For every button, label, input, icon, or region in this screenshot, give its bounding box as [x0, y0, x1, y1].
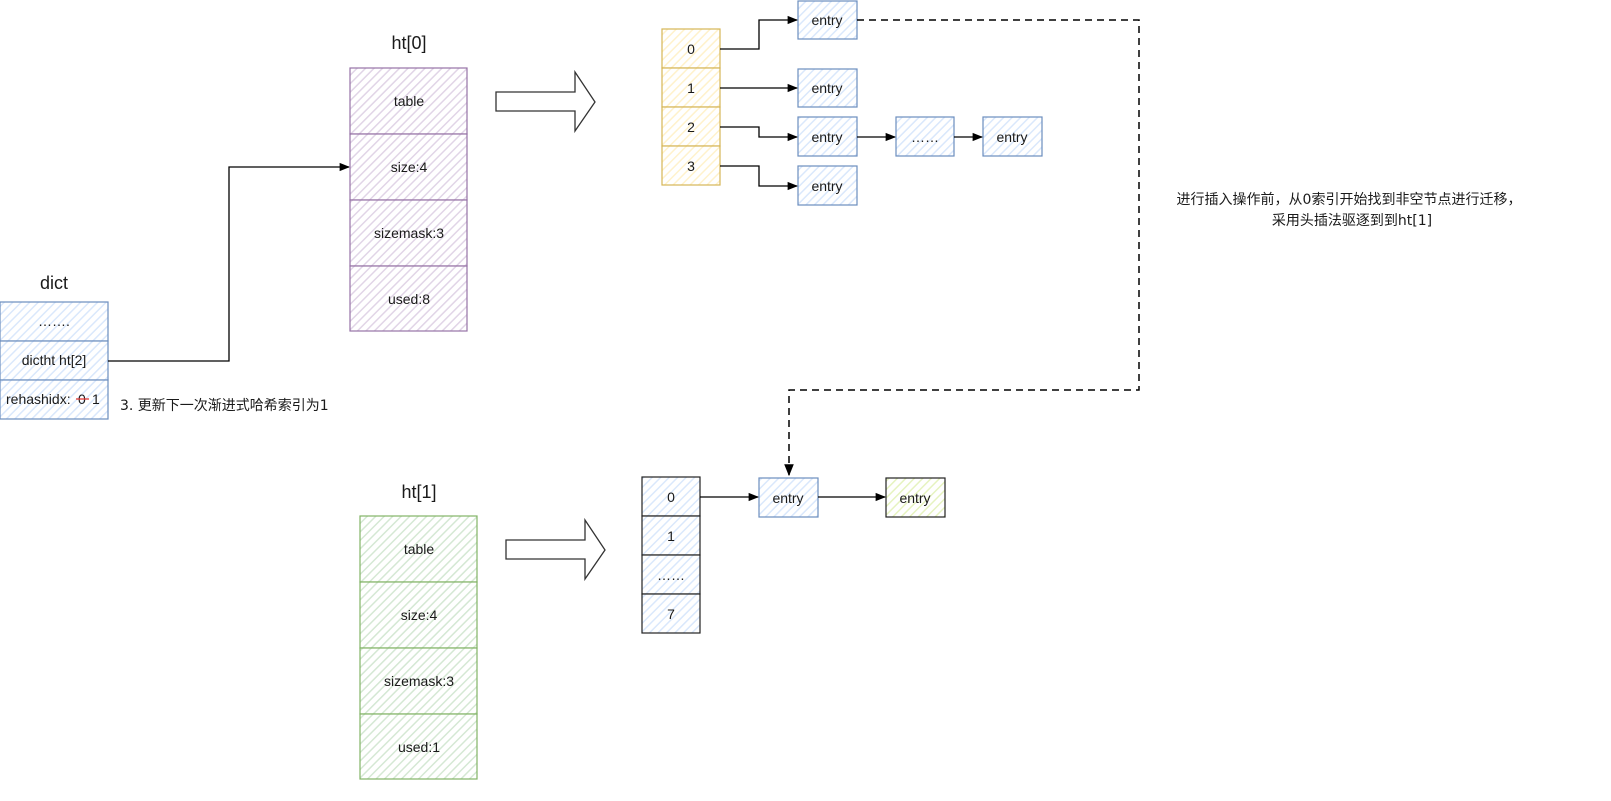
dict-row-ellipsis-cell	[0, 301, 109, 342]
bucket2-to-entry-arrow	[720, 126, 799, 142]
ht0-entry-0: entry	[811, 12, 842, 28]
migration-dashed-arrow	[784, 19, 1140, 477]
ht1-field-size-cell	[359, 581, 478, 649]
ht1-title: ht[1]	[401, 482, 436, 502]
ht0-bucket-1-cell	[661, 67, 721, 108]
dict-title: dict	[40, 273, 68, 293]
ht0-field-sizemask: sizemask:3	[374, 225, 444, 241]
bucket0-to-entry-arrow	[720, 15, 799, 50]
dict-struct: dict ……. dictht ht[2] rehashidx: 0 1 3. …	[0, 273, 329, 420]
dict-row-ht-cell	[0, 340, 109, 381]
ht1-bucket-7: 7	[667, 606, 675, 622]
ht1-entry-migrated: entry	[772, 490, 803, 506]
ht0-bucket-3-cell	[661, 145, 721, 186]
ht1-field-table-cell	[359, 515, 478, 583]
ht0-field-size: size:4	[391, 159, 428, 175]
dict-rehashidx-new-value: 1	[92, 391, 100, 407]
ht0-entries: entry entry entry …… entry entry	[797, 0, 1043, 206]
ht0-connectors	[720, 15, 984, 191]
ht0-bucket-2: 2	[687, 119, 695, 135]
ht0-title: ht[0]	[391, 33, 426, 53]
dict-rehashidx-label: rehashidx:	[6, 391, 71, 407]
ht1-entry-existing-box	[885, 477, 946, 518]
ht0-entry-2: entry	[811, 129, 842, 145]
ht0-field-used-cell	[349, 265, 468, 332]
dict-row-ellipsis: …….	[38, 313, 70, 329]
migration-note-line2: 采用头插法驱逐到到ht[1]	[1272, 213, 1432, 229]
ht0-struct: ht[0] table size:4 sizemask:3 used:8	[349, 33, 468, 332]
ht0-entry-3-box	[797, 165, 858, 206]
dict-row-ht: dictht ht[2]	[22, 352, 87, 368]
ht1-field-used: used:1	[398, 739, 440, 755]
ht0-entry-chain-ellipsis: ……	[911, 129, 939, 145]
ht0-entry-chain-tail: entry	[996, 129, 1027, 145]
ht1-struct: ht[1] table size:4 sizemask:3 used:1	[359, 482, 478, 780]
ht1-bucket-0-cell	[641, 476, 701, 517]
migration-note-line1: 进行插入操作前，从0索引开始找到非空节点进行迁移，	[1177, 191, 1522, 208]
dict-to-ht0-connector	[108, 162, 351, 362]
ht1-entry-migrated-box	[758, 477, 819, 518]
ht1-field-used-cell	[359, 713, 478, 780]
ht1-field-size: size:4	[401, 607, 438, 623]
ht1-entry-existing: entry	[899, 490, 930, 506]
ht0-table-pointer-arrow	[495, 69, 596, 134]
ht0-field-table: table	[394, 93, 425, 109]
ht0-bucket-array: 0 1 2 3	[661, 28, 721, 186]
ht1-field-sizemask-cell	[359, 647, 478, 715]
dict-row-rehashidx-cell	[0, 379, 109, 420]
ht0-entry-3: entry	[811, 178, 842, 194]
ht1-entries: entry entry	[758, 477, 946, 518]
rehash-update-note: 3. 更新下一次渐进式哈希索引为1	[120, 397, 329, 414]
ht0-bucket-2-cell	[661, 106, 721, 147]
ht0-entry-1: entry	[811, 80, 842, 96]
ht0-entry-1-box	[797, 68, 858, 108]
ht0-field-used: used:8	[388, 291, 430, 307]
ht0-bucket-1: 1	[687, 80, 695, 96]
ht1-field-sizemask: sizemask:3	[384, 673, 454, 689]
bucket3-to-entry-arrow	[720, 165, 799, 191]
ht1-table-pointer-arrow	[505, 517, 606, 582]
ht0-entry-0-box	[797, 0, 858, 40]
ht0-bucket-3: 3	[687, 158, 695, 174]
ht1-bucket-1-cell	[641, 515, 701, 556]
ht1-bucket-array: 0 1 …… 7	[641, 476, 701, 634]
ht1-bucket-ellipsis: ……	[657, 567, 685, 583]
ht1-bucket-0: 0	[667, 489, 675, 505]
ht1-bucket-1: 1	[667, 528, 675, 544]
ht0-entry-chain-tail-box	[982, 116, 1043, 157]
ht1-bucket-7-cell	[641, 593, 701, 634]
ht0-bucket-0: 0	[687, 41, 695, 57]
ht1-bucket-ellipsis-cell	[641, 554, 701, 595]
ht1-field-table: table	[404, 541, 435, 557]
